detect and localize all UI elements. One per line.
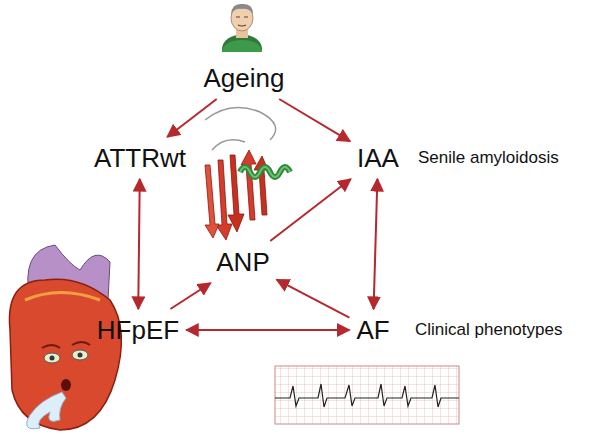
node-label: ANP — [216, 247, 269, 277]
protein-structure — [205, 108, 290, 241]
group-label: Senile amyloidosis — [418, 148, 559, 168]
arrow-connector — [138, 179, 140, 309]
node-label: Ageing — [204, 63, 285, 93]
af-node: AF — [353, 313, 392, 347]
anp-node: ANP — [213, 245, 272, 279]
node-label: AF — [356, 315, 389, 345]
ageing-node: Ageing — [201, 61, 288, 95]
node-label: ATTRwt — [94, 143, 186, 173]
iaa-node: IAA — [354, 141, 402, 175]
arrow-connector — [374, 179, 378, 309]
arrow-connector — [170, 283, 210, 309]
hfpef-node: HFpEF — [94, 313, 182, 347]
person-icon — [222, 4, 262, 52]
ecg-strip — [275, 366, 459, 424]
arrow-connector — [186, 329, 349, 331]
arrow-connector — [279, 99, 350, 141]
group-label: Clinical phenotypes — [415, 320, 562, 340]
arrow-connector — [270, 179, 350, 241]
arrow-connector — [167, 99, 216, 137]
node-label: IAA — [357, 143, 399, 173]
arrow-connector — [277, 280, 350, 318]
attrwt-node: ATTRwt — [91, 141, 189, 175]
node-label: HFpEF — [97, 315, 179, 345]
